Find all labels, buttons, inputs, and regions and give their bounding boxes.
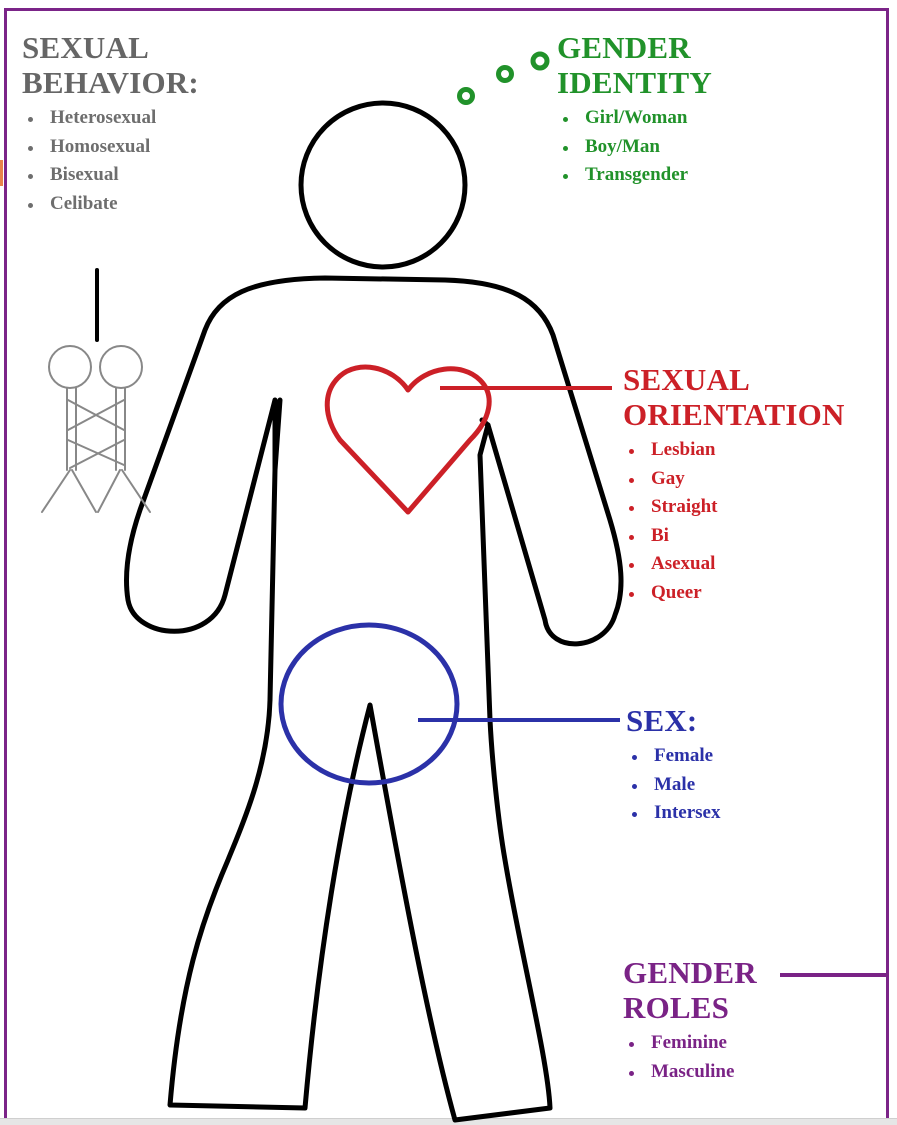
gender-identity-block: GENDER IDENTITY Girl/Woman Boy/Man Trans… [557,30,712,190]
sex-block: SEX: Female Male Intersex [626,703,720,828]
list-item: Masculine [623,1058,757,1087]
sexual-behavior-list: Heterosexual Homosexual Bisexual Celibat… [22,104,199,218]
sexual-behavior-heading-line2: BEHAVIOR: [22,65,199,100]
list-item: Male [626,771,720,800]
list-item: Celibate [22,190,199,219]
list-item: Bi [623,522,845,551]
gender-roles-heading-line2: ROLES [623,990,757,1025]
list-item: Female [626,742,720,771]
gender-roles-block: GENDER ROLES Feminine Masculine [623,955,757,1086]
gender-roles-heading: GENDER ROLES [623,955,757,1025]
list-item: Intersex [626,799,720,828]
sexual-orientation-block: SEXUAL ORIENTATION Lesbian Gay Straight … [623,362,845,607]
two-stick-figures-icon [42,270,150,512]
sexual-orientation-list: Lesbian Gay Straight Bi Asexual Queer [623,436,845,607]
list-item: Transgender [557,161,712,190]
list-item: Girl/Woman [557,104,712,133]
thought-bubble-icon [460,54,548,103]
list-item: Bisexual [22,161,199,190]
sex-list: Female Male Intersex [626,742,720,828]
list-item: Boy/Man [557,133,712,162]
list-item: Homosexual [22,133,199,162]
sex-heading: SEX: [626,703,720,738]
list-item: Feminine [623,1029,757,1058]
sexual-orientation-heading: SEXUAL ORIENTATION [623,362,845,432]
sexual-orientation-heading-line1: SEXUAL [623,362,845,397]
sexual-orientation-heading-line2: ORIENTATION [623,397,845,432]
sexual-behavior-heading: SEXUAL BEHAVIOR: [22,30,199,100]
gender-identity-list: Girl/Woman Boy/Man Transgender [557,104,712,190]
head-outline [301,103,465,267]
gender-identity-heading-line2: IDENTITY [557,65,712,100]
sexual-behavior-block: SEXUAL BEHAVIOR: Heterosexual Homosexual… [22,30,199,218]
body-outline [127,103,622,1120]
gender-identity-heading: GENDER IDENTITY [557,30,712,100]
sex-heading-line1: SEX: [626,703,720,738]
list-item: Lesbian [623,436,845,465]
gender-roles-list: Feminine Masculine [623,1029,757,1086]
torso-outline [127,278,622,1120]
gender-roles-heading-line1: GENDER [623,955,757,990]
list-item: Heterosexual [22,104,199,133]
list-item: Queer [623,579,845,608]
gender-identity-heading-line1: GENDER [557,30,712,65]
list-item: Gay [623,465,845,494]
sexual-behavior-heading-line1: SEXUAL [22,30,199,65]
list-item: Straight [623,493,845,522]
list-item: Asexual [623,550,845,579]
